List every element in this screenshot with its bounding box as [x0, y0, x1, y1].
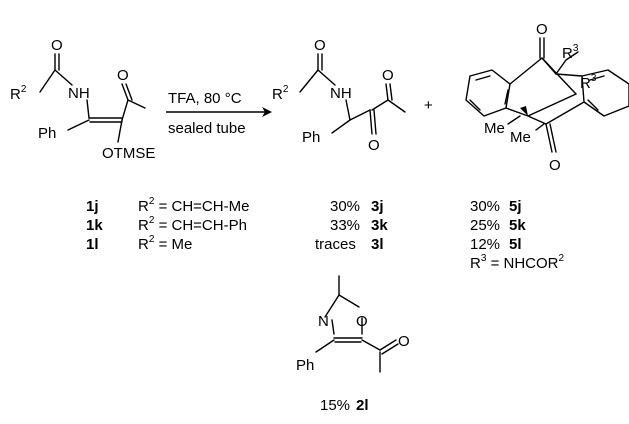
oxazole-ph-label: Ph	[296, 357, 314, 374]
svg-text:5k: 5k	[509, 217, 526, 234]
reaction-arrow: TFA, 80 °C sealed tube	[166, 90, 272, 137]
svg-text:1k: 1k	[86, 217, 103, 234]
reactant-nh-label: NH	[68, 85, 90, 102]
reactant-o-ketone: O	[117, 67, 129, 84]
yield-table: 1j R2 = CH=CH-Me 30% 3j 30% 5j 1k R2 = C…	[86, 196, 565, 272]
svg-text:25%: 25%	[470, 217, 500, 234]
r3-definition: R3 = NHCOR2	[470, 253, 565, 272]
svg-text:12%: 12%	[470, 236, 500, 253]
product5-me-right: Me	[510, 129, 531, 146]
product3-nh-label: NH	[330, 85, 352, 102]
table-row: 1k R2 = CH=CH-Ph 33% 3k 25% 5k	[86, 215, 526, 234]
svg-text:traces: traces	[315, 236, 356, 253]
conditions-below: sealed tube	[168, 120, 246, 137]
svg-text:30%: 30%	[470, 198, 500, 215]
oxazole-n-label: N	[318, 313, 329, 330]
svg-text:3j: 3j	[371, 198, 384, 215]
svg-text:5l: 5l	[509, 236, 522, 253]
product5-r3-lower: R3	[580, 73, 597, 92]
product-3-structure: R2 O NH O Ph O	[272, 37, 406, 154]
svg-text:R2 = Me: R2 = Me	[138, 234, 192, 253]
oxazole-structure: N O O Ph	[296, 275, 410, 374]
svg-text:33%: 33%	[330, 217, 360, 234]
product5-o-bottom: O	[549, 157, 561, 174]
table-row: 1l R2 = Me traces 3l 12% 5l	[86, 234, 522, 253]
svg-text:3k: 3k	[371, 217, 388, 234]
oxazole-yield: 15%2l	[320, 397, 369, 414]
reactant-structure: R2 O NH O Ph OTMSE	[10, 37, 155, 162]
product5-r3-upper: R3	[562, 43, 579, 62]
product-5-structure: O R3 R3 Me Me O	[465, 21, 629, 174]
svg-text:1l: 1l	[86, 236, 99, 253]
svg-text:3l: 3l	[371, 236, 384, 253]
product3-r-label: R2	[272, 84, 289, 103]
plus-sign: +	[424, 97, 433, 114]
svg-text:R2 = CH=CH-Me: R2 = CH=CH-Me	[138, 196, 249, 215]
reactant-ph-label: Ph	[38, 125, 56, 142]
product5-o-top: O	[536, 21, 548, 38]
product3-ph-label: Ph	[302, 129, 320, 146]
product3-o-ketone-upper: O	[382, 67, 394, 84]
svg-text:30%: 30%	[330, 198, 360, 215]
conditions-above: TFA, 80 °C	[168, 90, 242, 107]
svg-text:5j: 5j	[509, 198, 522, 215]
product3-o-carbonyl: O	[314, 37, 326, 54]
reactant-otmse-label: OTMSE	[102, 145, 155, 162]
oxazole-o-ketone-label: O	[398, 333, 410, 350]
table-row: 1j R2 = CH=CH-Me 30% 3j 30% 5j	[86, 196, 522, 215]
product5-me-left: Me	[484, 120, 505, 137]
svg-text:R2 = CH=CH-Ph: R2 = CH=CH-Ph	[138, 215, 247, 234]
product3-o-ketone-lower: O	[368, 137, 380, 154]
oxazole-o-ring-label: O	[356, 313, 368, 330]
reactant-r-label: R2	[10, 84, 27, 103]
reactant-o-carbonyl: O	[51, 37, 63, 54]
svg-text:1j: 1j	[86, 198, 99, 215]
